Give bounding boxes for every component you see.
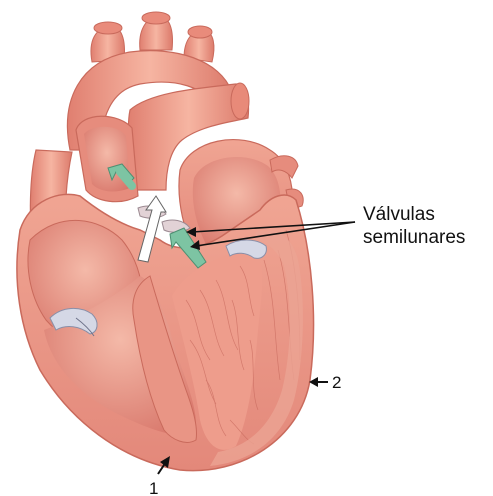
marker-arrow-2 <box>309 377 328 387</box>
semilunar-valves-label-line2: semilunares <box>363 226 465 249</box>
semilunar-valves-label-line1: Válvulas <box>363 203 465 226</box>
marker-label-2: 2 <box>332 374 341 391</box>
marker-label-1: 1 <box>149 480 158 496</box>
semilunar-valves-label: Válvulas semilunares <box>363 203 465 249</box>
